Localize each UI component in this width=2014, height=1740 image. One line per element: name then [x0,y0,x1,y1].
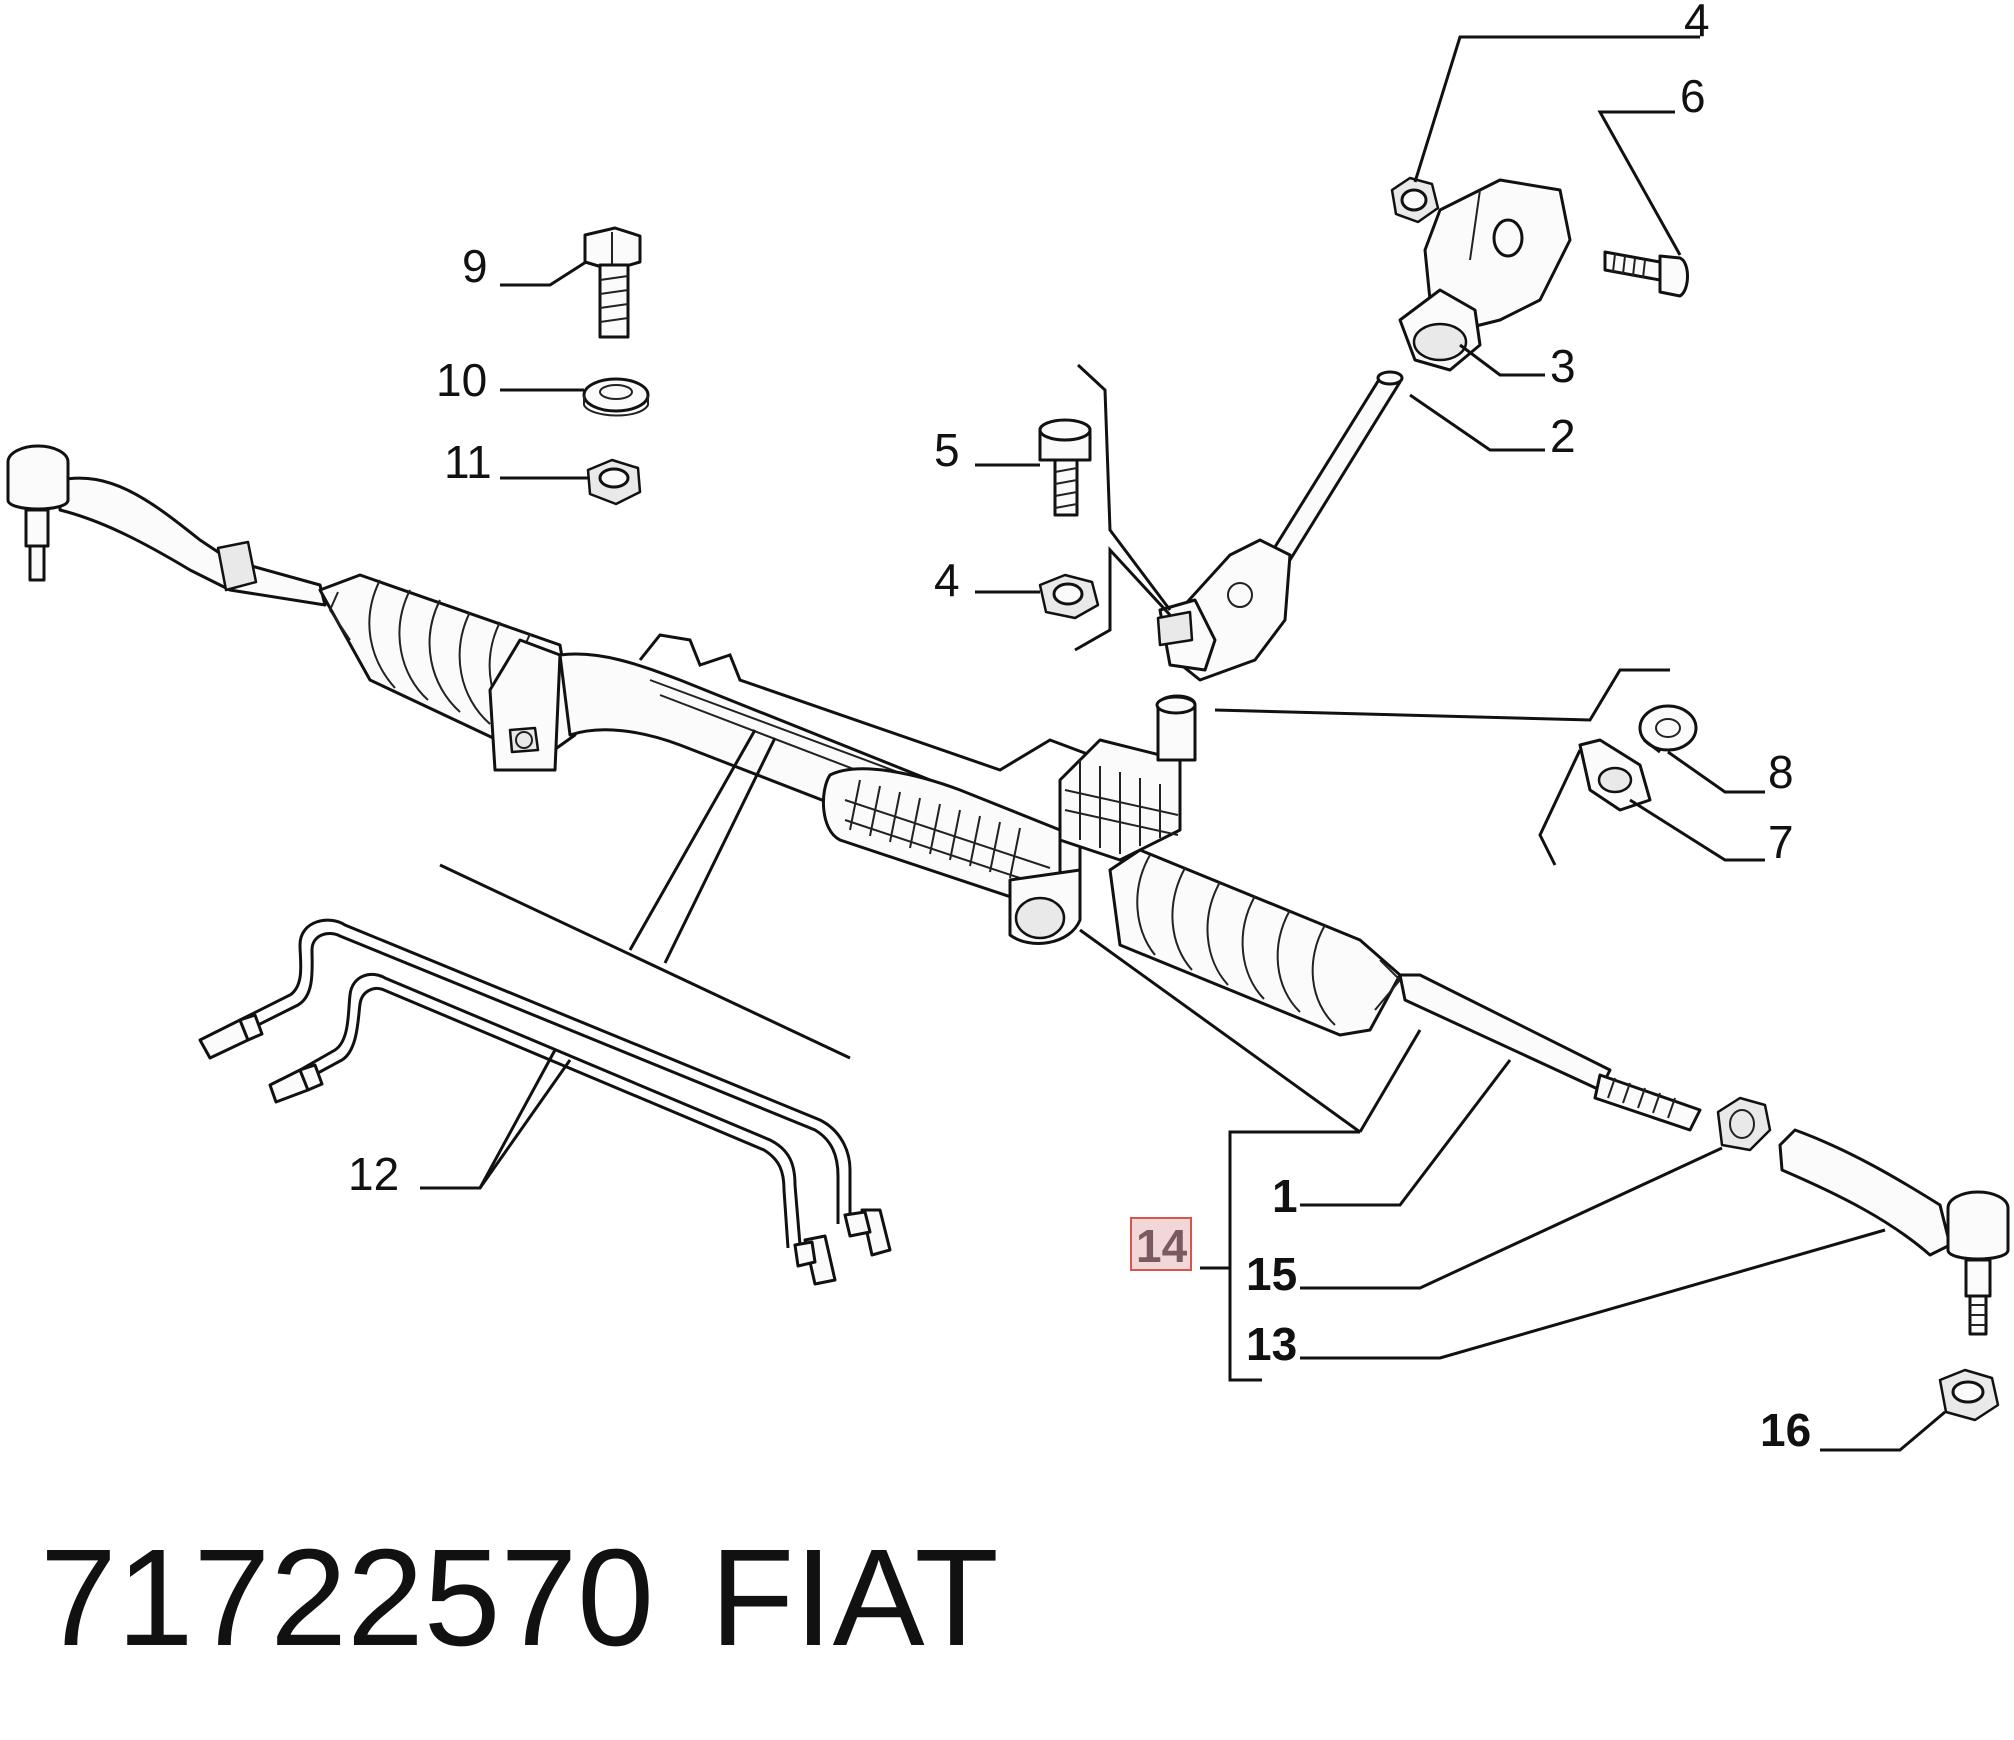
universal-joint-yoke-part-3 [1398,178,1572,372]
highlight-box-14 [1130,1217,1192,1271]
callout-4-middle: 4 [934,554,960,606]
right-tie-rod [1398,973,1702,1132]
leader-lines [420,35,1946,1452]
callout-11: 11 [444,436,492,488]
callout-1: 1 [1272,1170,1298,1222]
callout-6: 6 [1680,70,1706,122]
callout-10: 10 [436,354,487,406]
steering-rack-assembly [6,444,1702,1132]
callout-3: 3 [1550,340,1576,392]
nut-part-4-top [1390,176,1440,224]
pinion-valve-housing [821,694,1197,945]
bolt-part-6 [1603,250,1689,298]
callout-16: 16 [1760,1404,1811,1456]
bolt-part-9 [583,226,642,339]
callout-4-top: 4 [1684,0,1710,46]
lock-washer-part-8 [1638,704,1698,754]
callout-2: 2 [1550,410,1576,462]
nut-part-11 [586,458,642,506]
left-mounting-clamp [488,638,562,772]
bracket-washer-part-7 [1578,738,1652,812]
left-locknut [216,540,258,592]
nut-part-16 [1938,1368,2000,1422]
callout-14[interactable]: 14 [1136,1220,1188,1272]
nut-part-4-middle [1038,573,1100,620]
bolt-part-5 [1038,418,1092,517]
callout-15: 15 [1246,1248,1297,1300]
callout-8: 8 [1768,746,1794,798]
part-number: 71722570 [40,1521,654,1675]
callout-13: 13 [1246,1318,1297,1370]
right-bellows-boot [1108,848,1402,1037]
callout-12: 12 [348,1148,399,1200]
callout-9: 9 [462,240,488,292]
tie-rod-end-part-13 [1778,1128,2010,1336]
callout-7: 7 [1768,816,1794,868]
callout-5: 5 [934,424,960,476]
left-tie-rod [58,476,327,607]
lock-nut-part-15 [1716,1096,1772,1152]
intermediate-shaft-part-2 [1156,370,1404,682]
hydraulic-pipes-part-12 [198,918,892,1286]
washer-part-10 [582,377,650,417]
callout-labels: 4 6 3 2 9 10 11 5 4 8 7 12 1 14 15 13 16 [348,0,1811,1456]
left-tie-rod-end [6,444,70,582]
housing-top-rail [638,633,1102,801]
brand-name: FIAT [710,1521,999,1675]
